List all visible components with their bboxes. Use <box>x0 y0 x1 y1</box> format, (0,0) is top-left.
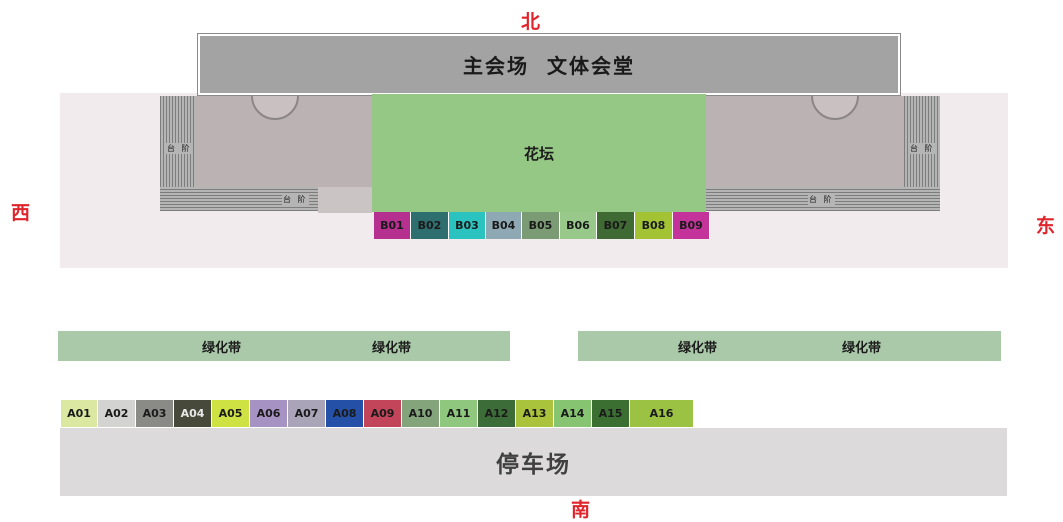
booth-a10[interactable]: A10 <box>402 400 440 427</box>
booth-b07[interactable]: B07 <box>597 212 635 239</box>
booth-a15[interactable]: A15 <box>592 400 630 427</box>
booth-a02[interactable]: A02 <box>98 400 136 427</box>
booth-a05[interactable]: A05 <box>212 400 250 427</box>
booth-b04[interactable]: B04 <box>486 212 522 239</box>
north-label: 北 <box>521 11 541 33</box>
right-steps-label: 台 阶 <box>909 143 936 154</box>
green-belt-east: 绿化带 绿化带 <box>578 331 1001 361</box>
booth-a16[interactable]: A16 <box>630 400 694 427</box>
right-door <box>811 96 861 120</box>
right-room <box>706 96 904 187</box>
green-belt-label: 绿化带 <box>842 340 882 356</box>
south-label: 南 <box>571 499 591 521</box>
booth-a14[interactable]: A14 <box>554 400 592 427</box>
booth-a13[interactable]: A13 <box>516 400 554 427</box>
left-south-steps-label: 台 阶 <box>282 194 309 205</box>
booth-a12[interactable]: A12 <box>478 400 516 427</box>
booth-a11[interactable]: A11 <box>440 400 478 427</box>
parking-label: 停车场 <box>496 452 571 478</box>
flower-bed-label: 花坛 <box>523 144 554 163</box>
left-steps-label: 台 阶 <box>166 143 193 154</box>
left-door <box>251 96 301 120</box>
booth-a08[interactable]: A08 <box>326 400 364 427</box>
booth-b03[interactable]: B03 <box>449 212 486 239</box>
booth-a07[interactable]: A07 <box>288 400 326 427</box>
main-hall-label: 主会场 文体会堂 <box>463 54 635 78</box>
green-belt-label: 绿化带 <box>678 340 718 356</box>
booth-b01[interactable]: B01 <box>374 212 411 239</box>
booth-a04[interactable]: A04 <box>174 400 212 427</box>
booth-b09[interactable]: B09 <box>673 212 710 239</box>
right-south-steps-label: 台 阶 <box>808 194 835 205</box>
green-belt-label: 绿化带 <box>372 340 412 356</box>
east-label: 东 <box>1036 215 1056 237</box>
booth-a01[interactable]: A01 <box>61 400 98 427</box>
green-belt-label: 绿化带 <box>202 340 242 356</box>
flower-bed[interactable]: 花坛 <box>372 94 706 212</box>
left-room-lower <box>318 187 372 213</box>
booth-b08[interactable]: B08 <box>635 212 673 239</box>
parking-lot[interactable]: 停车场 <box>60 428 1007 496</box>
booth-b06[interactable]: B06 <box>560 212 597 239</box>
booth-b05[interactable]: B05 <box>522 212 560 239</box>
west-label: 西 <box>11 202 31 224</box>
booth-a06[interactable]: A06 <box>250 400 288 427</box>
green-belt-west: 绿化带 绿化带 <box>58 331 510 361</box>
booth-b02[interactable]: B02 <box>411 212 449 239</box>
booth-a03[interactable]: A03 <box>136 400 174 427</box>
booth-a09[interactable]: A09 <box>364 400 402 427</box>
main-hall[interactable]: 主会场 文体会堂 <box>200 36 898 93</box>
